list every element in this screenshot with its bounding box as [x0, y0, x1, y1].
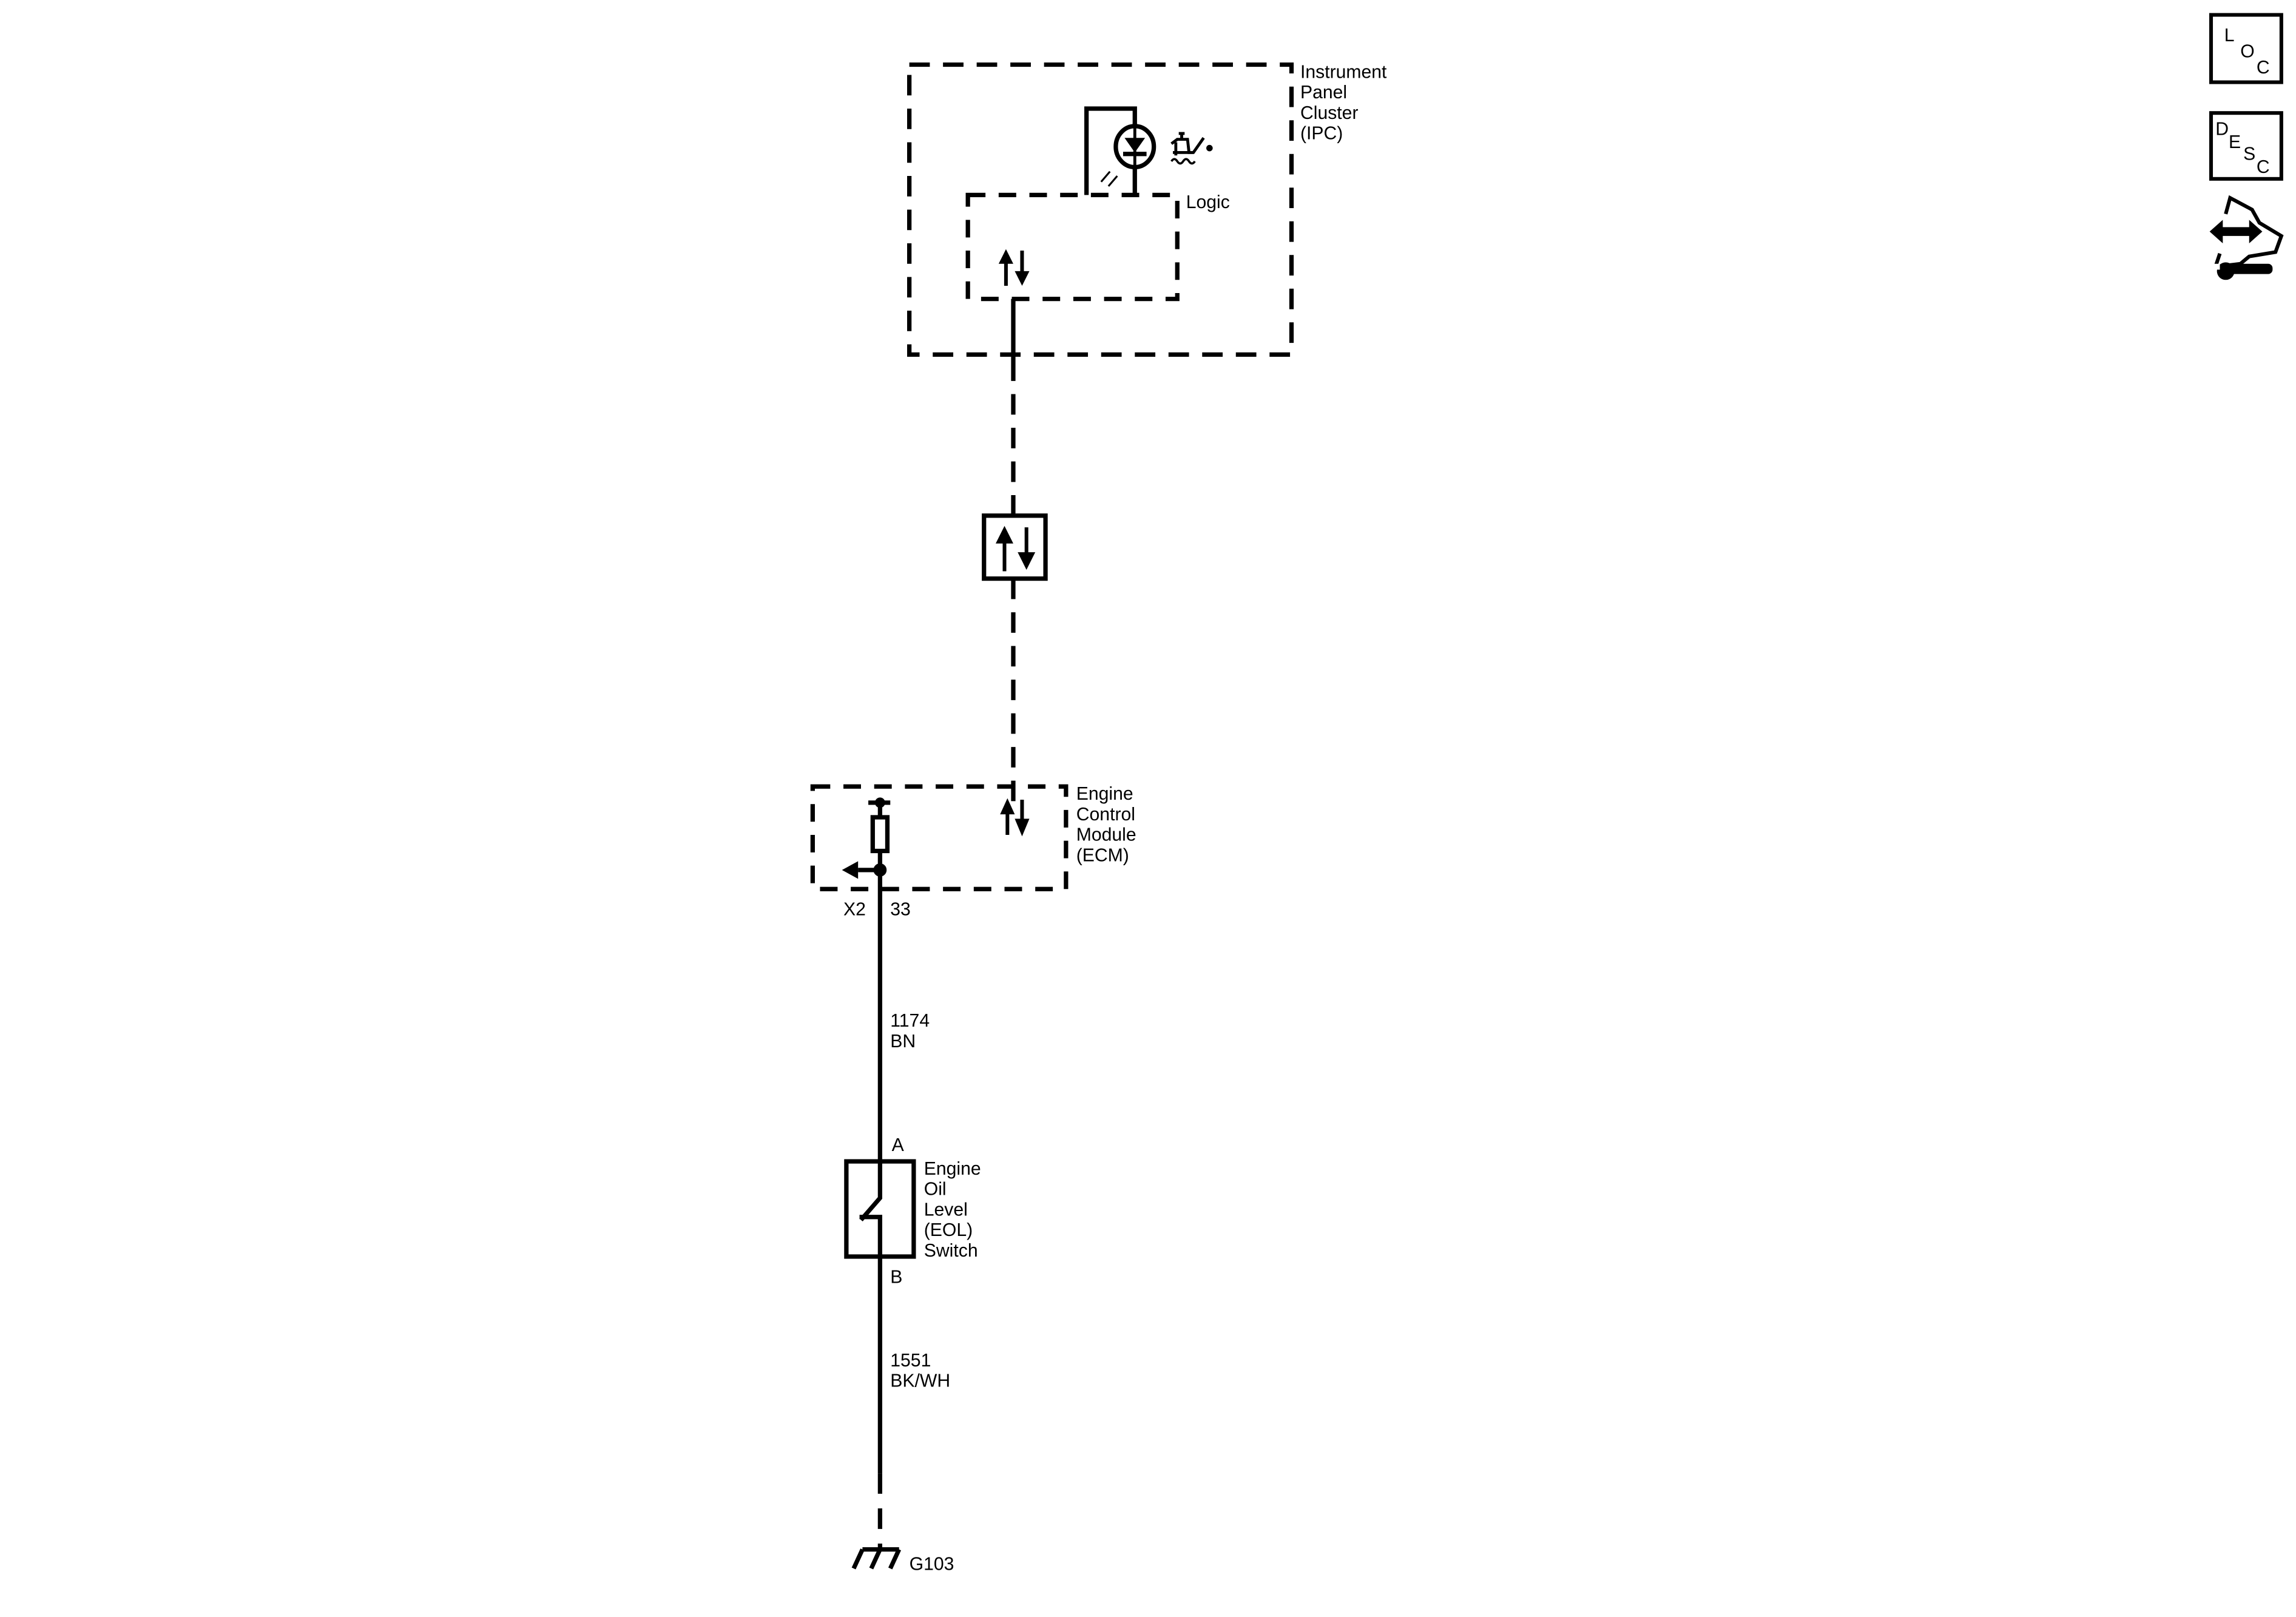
ecm-label-line-3: Module [1076, 825, 1136, 845]
eol-label-line-5: Switch [924, 1241, 978, 1261]
wire-1551-circuit: 1551 [890, 1351, 931, 1371]
ipc-label-line-4: (IPC) [1300, 124, 1343, 144]
connector-repair-icon[interactable] [2209, 195, 2284, 280]
logic-serial-data-icon [998, 249, 1030, 286]
loc-letter-c: C [2257, 58, 2270, 78]
ecm-label-line-2: Control [1076, 805, 1135, 825]
ecm-pullup-resistor [842, 797, 891, 879]
ecm-pin-label: 33 [890, 900, 911, 920]
desc-button[interactable]: D E S C [2209, 111, 2283, 181]
wire-1174-color: BN [890, 1031, 916, 1052]
desc-letter-e: E [2229, 132, 2241, 152]
ground-label: G103 [910, 1554, 954, 1574]
desc-letter-s: S [2243, 144, 2255, 164]
ecm-module-box [810, 784, 1069, 891]
wire-1551-color: BK/WH [890, 1371, 950, 1391]
loc-letter-o: O [2240, 41, 2254, 61]
eol-label-line-3: Level [924, 1200, 968, 1220]
switch-pin-a: A [892, 1135, 905, 1155]
ipc-label-line-2: Panel [1300, 83, 1347, 103]
loc-letter-l: L [2224, 25, 2235, 46]
ecm-connector-label: X2 [843, 900, 866, 920]
desc-letter-c: C [2257, 157, 2270, 177]
ground-icon [851, 1547, 902, 1570]
ipc-module-box [907, 62, 1294, 357]
eol-label-line-2: Oil [924, 1180, 947, 1200]
ecm-serial-data-icon [1000, 798, 1030, 837]
logic-label: Logic [1186, 192, 1230, 212]
loc-button[interactable]: L O C [2209, 13, 2283, 84]
wire-1174-circuit: 1174 [890, 1011, 930, 1031]
switch-contact [859, 1161, 882, 1257]
eol-label-line-4: (EOL) [924, 1220, 973, 1240]
ecm-label-line-1: Engine [1076, 784, 1133, 804]
oil-can-icon [1170, 132, 1213, 165]
ipc-label-line-3: Cluster [1300, 103, 1359, 123]
switch-pin-b: B [890, 1267, 902, 1287]
lamp-circuit [1084, 106, 1156, 195]
ecm-label-line-4: (ECM) [1076, 845, 1129, 865]
serial-data-arrows-icon [996, 525, 1036, 572]
serial-data-box [982, 513, 1048, 581]
eol-label-line-1: Engine [924, 1159, 981, 1179]
ipc-label-line-1: Instrument [1300, 62, 1387, 82]
ipc-logic-box [965, 192, 1180, 302]
desc-letter-d: D [2215, 119, 2229, 139]
